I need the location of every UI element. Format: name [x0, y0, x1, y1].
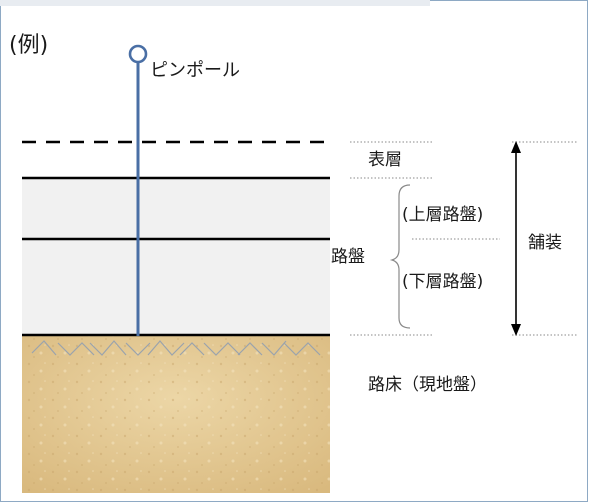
pavement-arrow-head-bottom	[511, 324, 521, 336]
pin-pole-head	[128, 44, 148, 64]
lower-base-layer	[22, 239, 330, 335]
pavement-label: 舗装	[528, 233, 562, 253]
surface-layer-label: 表層	[368, 150, 402, 170]
subgrade-soil-texture	[22, 335, 330, 493]
figure-title: (例)	[9, 33, 49, 58]
base-course-label: 路盤	[331, 247, 365, 267]
ground-hatch	[31, 340, 321, 356]
subgrade-label: 路床（現地盤）	[368, 375, 487, 395]
guide-lines	[350, 141, 577, 336]
pavement-arrow-head-top	[511, 141, 521, 153]
base-course-brace	[389, 184, 411, 329]
lower-base-label: (下層路盤)	[402, 272, 484, 292]
pin-pole-label: ピンポール	[150, 60, 240, 81]
upper-base-layer	[22, 178, 330, 239]
frame-top-strip	[0, 0, 430, 6]
upper-base-label: (上層路盤)	[402, 205, 484, 225]
